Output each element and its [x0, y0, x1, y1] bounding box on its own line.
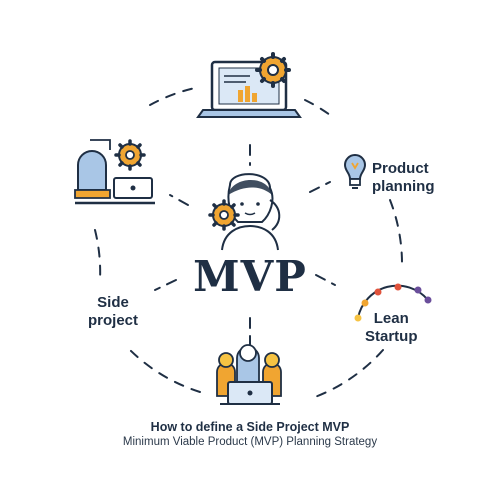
- caption-subtitle: Minimum Viable Product (MVP) Planning St…: [122, 436, 378, 448]
- node-label-lean-startup: Lean Startup: [365, 310, 418, 345]
- desk-laptop-gear-icon: [74, 139, 155, 205]
- laptop-chart-gear-icon: [196, 52, 302, 118]
- center-label: MVP: [193, 252, 307, 301]
- ring-arc-right-lower: [314, 349, 384, 398]
- spokes: [154, 144, 336, 346]
- outer-dashed-ring: [94, 87, 404, 398]
- spoke-top-left: [169, 194, 189, 206]
- caption-title: How to define a Side Project MVP: [150, 420, 350, 434]
- node-label-side-project: Side project: [88, 294, 139, 329]
- spoke-left: [154, 279, 177, 291]
- node-label-product-planning: Product planning: [372, 160, 435, 195]
- person-gear-icon: [208, 173, 281, 251]
- ring-arc-left: [94, 229, 102, 281]
- team-meeting-icon: [216, 344, 282, 405]
- lightbulb-icon: [343, 154, 367, 189]
- ring-arc-top-right: [304, 99, 331, 116]
- spoke-top-right: [309, 181, 331, 193]
- lean-arc-dots-icon: [354, 283, 432, 322]
- spoke-right: [315, 274, 336, 286]
- ring-arc-bottom-left: [129, 349, 201, 393]
- ring-arc-right-upper: [389, 199, 404, 266]
- ring-arc-top-left: [149, 87, 196, 106]
